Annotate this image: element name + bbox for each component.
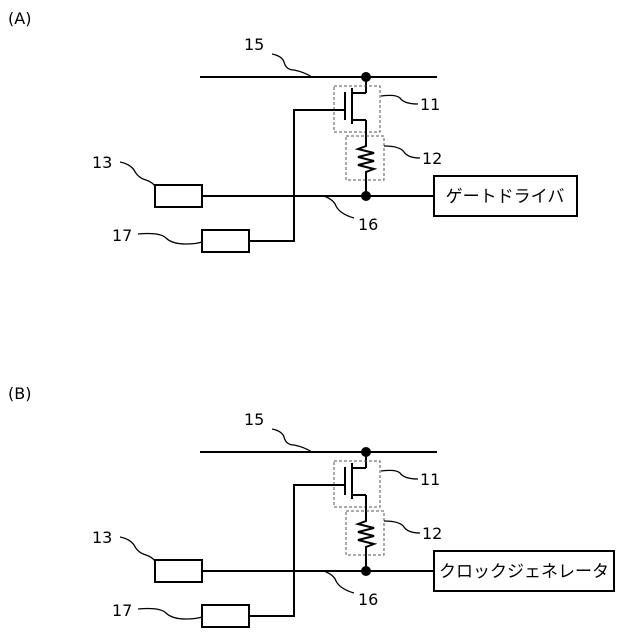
gate-wire <box>248 485 345 616</box>
label-13: 13 <box>92 528 112 547</box>
label-17: 17 <box>112 226 132 245</box>
resistor-symbol <box>358 517 374 571</box>
leader-line <box>324 196 354 218</box>
leader-line <box>272 429 312 452</box>
leader-line <box>384 521 420 533</box>
leader-line <box>384 146 420 158</box>
leader-line <box>138 609 202 620</box>
component-box-13 <box>155 185 202 207</box>
component-box-13 <box>155 560 202 582</box>
resistor-symbol <box>358 142 374 196</box>
panel-title: (A) <box>8 9 31 28</box>
output-box-label: クロックジェネレータ <box>439 562 609 582</box>
component-box-17 <box>202 605 249 627</box>
leader-line <box>324 571 354 593</box>
component-box-17 <box>202 230 249 252</box>
leader-line <box>138 234 202 245</box>
label-17: 17 <box>112 601 132 620</box>
panel-a: (A) ゲートドライバ <box>8 9 577 252</box>
leader-line <box>381 95 418 104</box>
label-16: 16 <box>358 215 378 234</box>
label-12: 12 <box>422 149 442 168</box>
leader-line <box>272 54 312 77</box>
leader-line <box>120 537 155 561</box>
label-13: 13 <box>92 153 112 172</box>
gate-wire <box>248 110 345 241</box>
junction-dot <box>361 191 371 201</box>
leader-line <box>381 470 418 479</box>
label-15: 15 <box>244 410 264 429</box>
label-15: 15 <box>244 35 264 54</box>
junction-dot <box>361 566 371 576</box>
label-16: 16 <box>358 590 378 609</box>
output-box-label: ゲートドライバ <box>446 187 565 207</box>
panel-title: (B) <box>8 384 31 403</box>
label-12: 12 <box>422 524 442 543</box>
label-11: 11 <box>420 95 440 114</box>
label-11: 11 <box>420 470 440 489</box>
panel-b: (B) クロックジェネレータ 15 11 12 13 16 17 <box>8 384 614 627</box>
leader-line <box>120 162 155 186</box>
